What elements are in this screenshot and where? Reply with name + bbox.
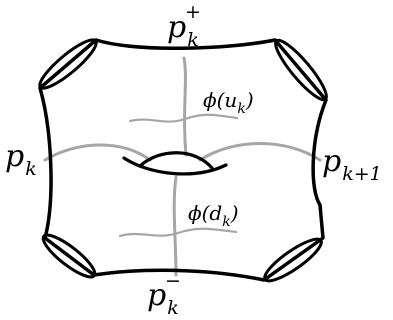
label-pk-minus-p: p [147, 278, 167, 313]
label-phi-dk-sub: k [222, 214, 231, 230]
label-pk-minus: pk − [147, 272, 181, 318]
surface-outline [38, 38, 328, 282]
boundary-circle-top-right [274, 38, 328, 102]
label-phi-dk-paren: ) [230, 201, 239, 225]
label-pk: pk [5, 139, 37, 179]
label-pk1: pk+1 [322, 144, 382, 184]
label-pk-minus-sup: − [165, 270, 181, 292]
label-phi-dk: ϕ(dk) [188, 201, 239, 229]
handle-hole-top [138, 151, 214, 170]
label-pk-plus-p: p [167, 10, 187, 45]
label-pk-plus-sup: + [185, 1, 201, 23]
label-pk-sub: k [25, 158, 37, 180]
handle-hole-bottom [122, 156, 228, 176]
arc-to-pk [43, 143, 152, 162]
wave-d [118, 227, 238, 238]
label-pk-p: p [5, 139, 25, 174]
label-pk1-p: p [322, 144, 342, 179]
label-phi-uk-text: ϕ(u [203, 88, 238, 112]
label-pk-plus: pk + [167, 3, 201, 50]
label-phi-dk-text: ϕ(d [188, 201, 223, 225]
boundary-circle-bottom-left [41, 233, 97, 279]
arc-to-pk-plus [182, 56, 188, 157]
arc-to-pk1 [198, 142, 322, 162]
arc-to-pk-minus [172, 175, 178, 277]
label-phi-uk: ϕ(uk) [203, 88, 254, 116]
boundary-circle-bottom-right [263, 237, 323, 283]
boundary-circle-top-left [38, 38, 98, 90]
label-pk1-sub: k+1 [342, 163, 382, 185]
label-pk-minus-sub: k [167, 297, 179, 319]
label-pk-plus-sub: k [187, 29, 199, 51]
wave-u [128, 113, 239, 123]
label-phi-uk-paren: ) [245, 88, 254, 112]
label-phi-uk-sub: k [237, 101, 246, 117]
